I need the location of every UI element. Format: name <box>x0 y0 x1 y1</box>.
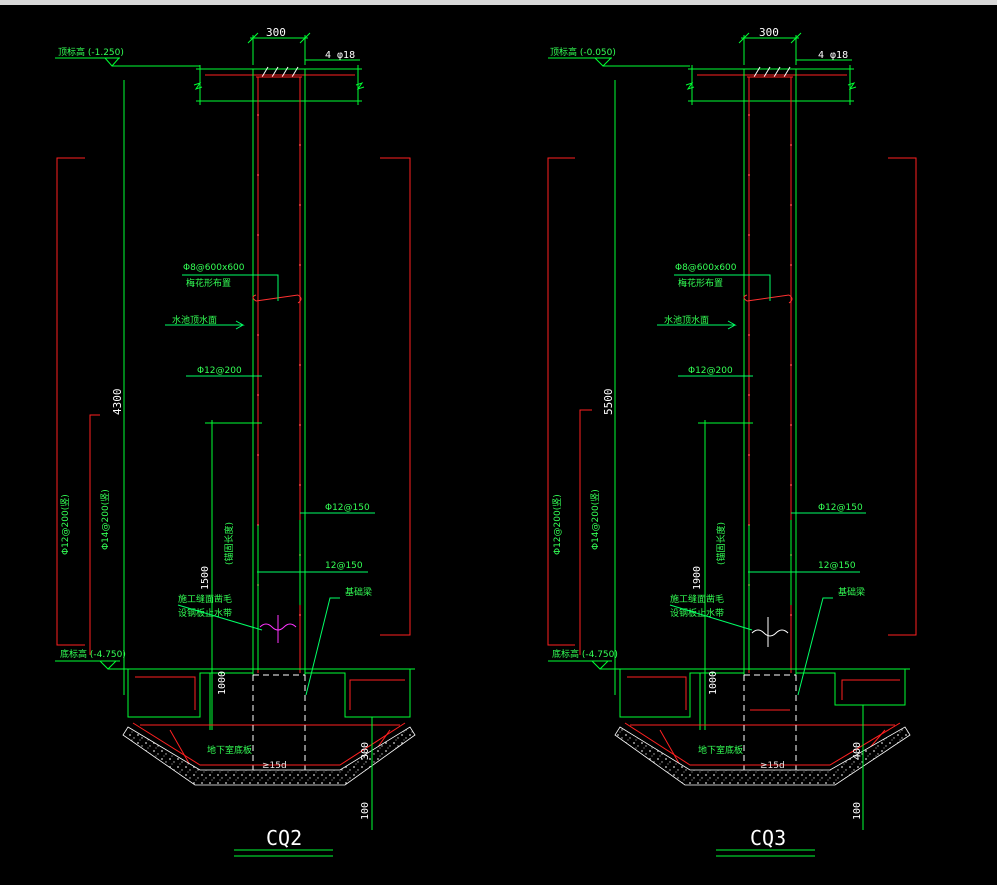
pit-rebar <box>624 722 901 766</box>
wall-outline <box>252 69 306 675</box>
wall-below-dashed <box>743 674 797 780</box>
section-title: CQ2 <box>266 826 302 850</box>
top-bar-marks <box>261 66 299 78</box>
tie-leader <box>674 274 771 301</box>
wall-outline <box>743 69 797 675</box>
top-level-label: 顶标高 (-1.250) <box>58 46 124 58</box>
base-footing-outline <box>127 669 411 730</box>
tie-leader <box>182 274 279 301</box>
tie-note: Φ8@600x600 <box>675 263 737 273</box>
wall-width-label: 300 <box>266 26 286 39</box>
top-level-marker <box>548 57 690 67</box>
joint-note: 施工缝面凿毛 <box>178 593 232 605</box>
left-bracket <box>56 157 85 646</box>
bar-a-label: Φ12@150 <box>818 503 863 513</box>
window-top-strip <box>0 0 997 5</box>
base-footing-outline <box>619 669 906 730</box>
vert-bar-outer-label: Φ12@200(竖) <box>60 494 71 555</box>
dowel-length-label: 1900 <box>692 566 703 590</box>
anchor-note: (锚固长度) <box>715 522 727 565</box>
water-level-label: 水池顶水面 <box>664 314 709 326</box>
water-level-arrow <box>165 320 245 330</box>
wall-width-label: 300 <box>759 26 779 39</box>
water-level-label: 水池顶水面 <box>172 314 217 326</box>
base-dim-label: 1000 <box>708 671 719 695</box>
member-label: 基础梁 <box>838 586 865 598</box>
wall-dots <box>748 114 792 616</box>
section-title: CQ3 <box>750 826 786 850</box>
top-bar-label: 4 φ18 <box>818 50 848 61</box>
inner-bracket <box>579 409 592 655</box>
tie-note-2: 梅花形布置 <box>678 277 723 289</box>
section-cq3: 300 4 φ18 顶标高 (-0.050) <box>547 26 917 857</box>
bottom-level-label: 底标高 (-4.750) <box>60 648 126 660</box>
horiz-bar-label: Φ12@200 <box>197 366 242 376</box>
top-level-label: 顶标高 (-0.050) <box>550 46 616 58</box>
right-bracket <box>888 157 917 636</box>
top-bar-marks <box>753 66 791 78</box>
joint-note: 施工缝面凿毛 <box>670 593 724 605</box>
footing-dim-label: 400 <box>852 742 863 760</box>
lap-label: ≥15d <box>262 761 287 771</box>
bar-b-label: 12@150 <box>818 561 856 571</box>
tie-hook <box>252 294 302 304</box>
wall-dots <box>257 114 301 616</box>
bar-a-label: Φ12@150 <box>325 503 370 513</box>
member-leader <box>797 597 833 696</box>
slab-label: 地下室底板 <box>207 744 252 756</box>
top-slab <box>685 65 857 105</box>
bar-b-label: 12@150 <box>325 561 363 571</box>
gravel-pit <box>122 726 416 786</box>
top-bar-label: 4 φ18 <box>325 50 355 61</box>
bottom-level-marker <box>548 660 910 670</box>
base-dim-label: 1000 <box>217 671 228 695</box>
wall-rebars <box>256 76 302 673</box>
vert-bar-inner-label: Φ14@200(竖) <box>100 489 111 550</box>
bottom-level-marker <box>55 660 415 670</box>
member-label: 基础梁 <box>345 586 372 598</box>
top-slab <box>193 65 365 105</box>
bottom-dim-label: 100 <box>852 802 863 820</box>
inner-bracket <box>89 414 100 655</box>
bottom-dim-label: 100 <box>360 802 371 820</box>
height-dim-label: 5500 <box>602 389 615 416</box>
left-bracket <box>547 157 575 646</box>
anchor-note: (锚固长度) <box>223 522 235 565</box>
section-cq2: 300 4 φ18 顶标高 (-1.250) <box>55 26 416 857</box>
base-rebar <box>627 676 900 766</box>
wall-rebars <box>747 76 793 673</box>
footing-dim-label: 300 <box>360 742 371 760</box>
height-dim-label: 4300 <box>111 389 124 416</box>
water-level-arrow <box>657 320 737 330</box>
vert-bar-outer-label: Φ12@200(竖) <box>552 494 563 555</box>
member-leader <box>305 597 340 696</box>
dowel-length-label: 1500 <box>200 566 211 590</box>
top-level-marker <box>55 57 200 67</box>
lap-label: ≥15d <box>760 761 785 771</box>
tie-note: Φ8@600x600 <box>183 263 245 273</box>
wall-below-dashed <box>252 674 306 780</box>
slab-label: 地下室底板 <box>698 744 743 756</box>
horiz-bar-label: Φ12@200 <box>688 366 733 376</box>
waterstop-mark <box>751 629 789 637</box>
vert-bar-inner-label: Φ14@200(竖) <box>590 489 601 550</box>
gravel-pit <box>614 726 911 786</box>
right-bracket <box>380 157 411 636</box>
cad-drawing-canvas: 300 4 φ18 顶标高 (-1.250) <box>55 26 917 857</box>
tie-hook <box>743 294 793 304</box>
joint-leader <box>177 604 263 631</box>
joint-leader <box>669 604 753 631</box>
tie-note-2: 梅花形布置 <box>186 277 231 289</box>
bottom-level-label: 底标高 (-4.750) <box>552 648 618 660</box>
